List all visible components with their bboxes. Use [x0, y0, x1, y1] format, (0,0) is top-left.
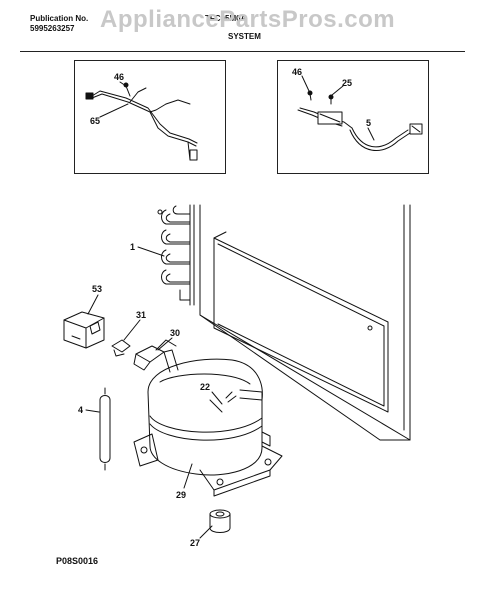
grommet: [209, 509, 231, 533]
publication-number: 5995263257: [30, 24, 75, 33]
header-rule: [20, 51, 465, 52]
callout-30: 30: [170, 328, 180, 338]
watermark: AppliancePartsPros.com: [100, 6, 396, 33]
relay-cover: [63, 311, 105, 349]
cabinet: [199, 204, 411, 441]
callout-31: 31: [136, 310, 146, 320]
figure-code: P08S0016: [56, 556, 99, 566]
filter-drier: [99, 387, 111, 471]
model-number: TFC05M0A: [205, 14, 247, 23]
callout-22: 22: [200, 382, 210, 392]
callout-46-left: 46: [114, 72, 124, 82]
callout-53: 53: [92, 284, 102, 294]
section-title: SYSTEM: [228, 32, 261, 41]
relay-starter: [133, 339, 177, 371]
callout-25: 25: [342, 78, 352, 88]
inset-box-right: [277, 60, 429, 174]
screw-icon: [307, 90, 334, 105]
callout-1: 1: [130, 242, 135, 252]
callout-46-right: 46: [292, 67, 302, 77]
condenser-coil: [157, 204, 195, 306]
inset-box-left: [74, 60, 226, 174]
wire-assembly: [297, 107, 423, 151]
wire-harness: [85, 87, 198, 161]
compressor: [133, 349, 283, 497]
callout-27: 27: [190, 538, 200, 548]
publication-label: Publication No.: [30, 14, 89, 23]
callout-5: 5: [366, 118, 371, 128]
callout-65: 65: [90, 116, 100, 126]
callout-4: 4: [78, 405, 83, 415]
callout-29: 29: [176, 490, 186, 500]
overload-clip: [111, 339, 131, 357]
